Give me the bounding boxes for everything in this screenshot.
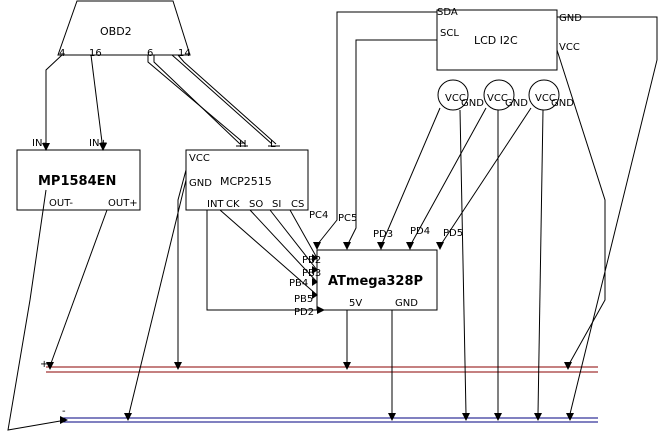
mcp2515-pin-int: INT xyxy=(207,199,224,210)
obd2-title: OBD2 xyxy=(100,25,132,38)
atmega-pin-pd4: PD4 xyxy=(410,226,430,237)
button-3: VCC GND xyxy=(528,79,574,111)
mcp2515-pin-si: SI xyxy=(272,199,281,210)
minus-rail: - xyxy=(62,406,598,423)
lcd-sda: SDA xyxy=(437,7,458,18)
button-3-gnd: GND xyxy=(551,98,574,109)
wire-so-pb4 xyxy=(249,209,318,283)
button-1: VCC GND xyxy=(437,79,484,111)
obd2-pin-16: 16 xyxy=(89,48,102,59)
atmega-pin-pb5: PB5 xyxy=(294,294,313,305)
button-2: VCC GND xyxy=(483,79,528,111)
wire-sda-pc4 xyxy=(316,11,437,246)
atmega-pin-pb2: PB2 xyxy=(302,255,321,266)
mcp2515-h: H xyxy=(239,139,247,150)
atmega-pin-pb4: PB4 xyxy=(289,278,308,289)
atmega-pin-pb3: PB3 xyxy=(302,268,321,279)
atmega-pin-pd5: PD5 xyxy=(443,228,463,239)
wire-btn1-pd3 xyxy=(380,107,441,247)
plus-rail-label: + xyxy=(40,359,48,370)
wire-lcd-gnd-rail xyxy=(557,16,658,415)
obd2-connector: OBD2 4 16 6 14 xyxy=(57,0,191,59)
lcd-title: LCD I2C xyxy=(474,34,518,47)
mcp2515-pin-so: SO xyxy=(249,199,263,210)
atmega-pin-pc4: PC4 xyxy=(309,210,328,221)
wire-out-plus-rail xyxy=(49,209,108,367)
wire-btn2-pd4 xyxy=(409,107,487,247)
atmega-pin-pd2: PD2 xyxy=(294,307,314,318)
atmega-pin-pd3: PD3 xyxy=(373,229,393,240)
wire-obd16-in-plus xyxy=(90,54,104,151)
wire-obd14-l-a xyxy=(171,54,273,145)
mp1584en-out-plus: OUT+ xyxy=(108,198,138,209)
wire-obd6-h-a xyxy=(147,55,246,145)
wire-btn3-gnd xyxy=(537,109,544,415)
atmega328p-mcu: ATmega328P PC4 PC5 PD3 PD4 PD5 PB2 PB3 P… xyxy=(289,210,463,318)
wire-obd14-l-b xyxy=(177,54,277,145)
button-1-gnd: GND xyxy=(461,98,484,109)
wire-out-minus-rail xyxy=(7,189,67,431)
atmega-pin-pc5: PC5 xyxy=(338,213,357,224)
obd2-pin-4: 4 xyxy=(59,48,65,59)
atmega-title: ATmega328P xyxy=(328,274,423,289)
obd2-pin-14: 14 xyxy=(178,48,191,59)
wire-obd4-in-minus xyxy=(45,54,63,150)
wire-scl-pc5 xyxy=(346,39,437,247)
wire-btn3-pd5 xyxy=(439,107,532,247)
atmega-5v: 5V xyxy=(349,298,362,309)
mcp2515-title: MCP2515 xyxy=(220,175,272,188)
wires xyxy=(7,11,658,431)
lcd-i2c-module: LCD I2C SDA SCL GND VCC xyxy=(436,7,582,71)
atmega-gnd: GND xyxy=(395,298,418,309)
wire-ck-pb5 xyxy=(219,209,318,296)
wire-lcd-vcc-rail xyxy=(556,49,606,367)
mcp2515-pin-cs: CS xyxy=(291,199,304,210)
mp1584en-module: MP1584EN IN- IN+ OUT- OUT+ xyxy=(16,138,141,211)
mcp2515-gnd: GND xyxy=(189,178,212,189)
mp1584en-in-plus: IN+ xyxy=(89,138,108,149)
wire-obd6-h-b xyxy=(153,55,241,145)
mcp2515-vcc: VCC xyxy=(189,153,210,164)
plus-rail: + xyxy=(40,359,598,373)
mcp2515-pin-ck: CK xyxy=(226,199,240,210)
button-2-vcc: VCC xyxy=(487,93,508,104)
wire-mcp-gnd-rail xyxy=(127,179,187,419)
arrowheads xyxy=(42,143,574,424)
minus-rail-label: - xyxy=(62,406,66,417)
button-3-vcc: VCC xyxy=(535,93,556,104)
wire-cs-pb2 xyxy=(289,209,318,259)
button-2-gnd: GND xyxy=(505,98,528,109)
mp1584en-out-minus: OUT- xyxy=(49,198,73,209)
button-1-vcc: VCC xyxy=(445,93,466,104)
wire-int-pd2 xyxy=(206,210,325,311)
mp1584en-title: MP1584EN xyxy=(38,174,116,189)
lcd-vcc: VCC xyxy=(559,42,580,53)
mcp2515-module: MCP2515 VCC GND H L INT CK SO SI CS xyxy=(185,139,309,211)
wire-btn1-gnd xyxy=(459,109,467,415)
mp1584en-in-minus: IN- xyxy=(32,138,46,149)
mcp2515-l: L xyxy=(270,139,276,150)
obd2-pin-6: 6 xyxy=(147,48,153,59)
lcd-gnd: GND xyxy=(559,13,582,24)
lcd-scl: SCL xyxy=(440,28,459,39)
wire-mcp-vcc-rail xyxy=(177,169,187,366)
wire-si-pb3 xyxy=(269,209,318,271)
